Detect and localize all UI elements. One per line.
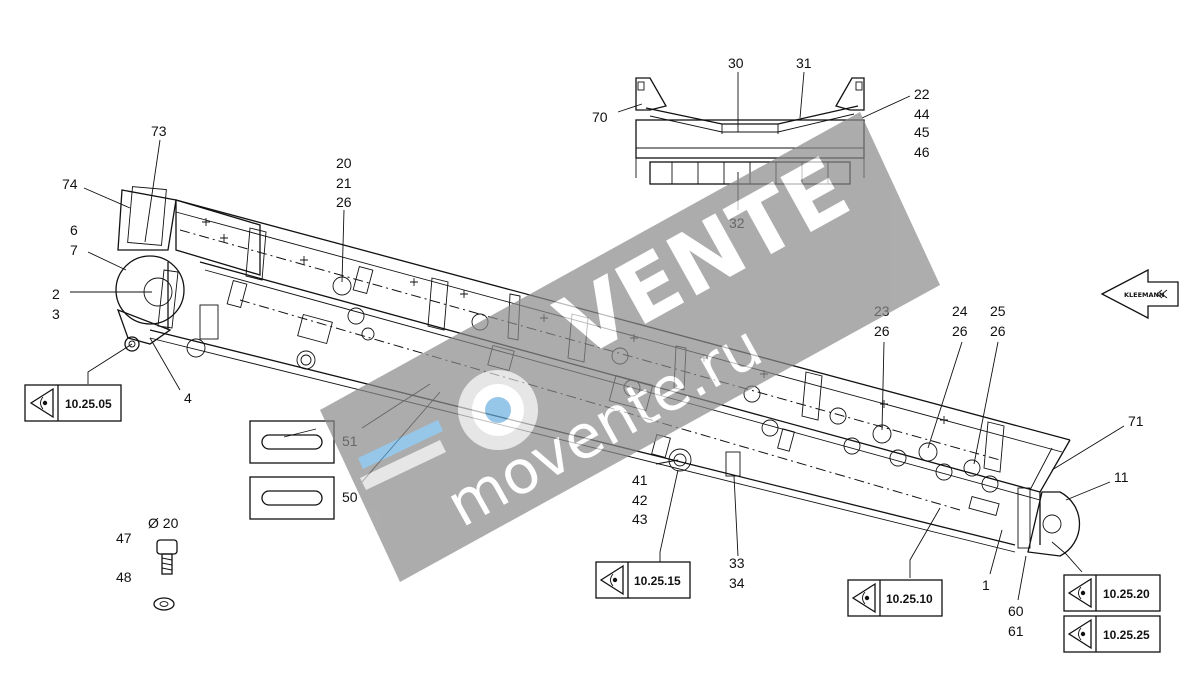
ref-label: 10.25.05 [65,397,112,411]
callout-30: 30 [728,55,744,71]
eye-icon [1067,577,1092,609]
watermark: VENTE movente.ru [320,112,940,582]
eye-icon [851,582,876,614]
eye-icon [1067,618,1092,650]
ref-label: 10.25.25 [1103,628,1150,642]
callout-74: 74 [62,176,78,192]
tail-drum [1017,487,1081,557]
callout-31: 31 [796,55,812,71]
watermark-band [320,112,940,582]
callout-25: 25 [990,303,1006,319]
ref-label: 10.25.15 [634,574,681,588]
eye-icon [599,564,624,596]
callout-42: 42 [632,492,648,508]
callout-26-c: 26 [952,323,968,339]
callout-24: 24 [952,303,968,319]
callout-44: 44 [914,106,930,122]
ref-box-10-25-20[interactable]: 10.25.20 [1063,574,1161,612]
callout-71: 71 [1128,413,1144,429]
callout-22: 22 [914,86,930,102]
callout-47: 47 [116,530,132,546]
eye-icon [29,387,54,419]
callout-46: 46 [914,144,930,160]
callout-41: 41 [632,472,648,488]
direction-arrow-icon: KLEEMANN [1100,268,1179,320]
callout-73: 73 [151,123,167,139]
ref-box-10-25-05[interactable]: 10.25.05 [24,384,122,422]
ref-box-10-25-10[interactable]: 10.25.10 [847,579,943,617]
callout-11: 11 [1114,469,1129,485]
callout-26-b: 26 [874,323,890,339]
ref-label: 10.25.10 [886,592,933,606]
callout-43: 43 [632,511,648,527]
washer-part [153,597,175,611]
ref-box-10-25-25[interactable]: 10.25.25 [1063,615,1161,653]
callout-45: 45 [914,124,930,140]
callout-26: 26 [336,194,352,210]
callout-33: 33 [729,555,745,571]
ref-label: 10.25.20 [1103,587,1150,601]
leader-lines [70,71,1125,601]
callout-70: 70 [592,109,608,125]
watermark-logo-icon [358,370,538,490]
slot-symbol-51 [249,420,335,464]
head-drum [115,255,219,352]
callout-1: 1 [982,577,990,593]
callout-20: 20 [336,155,352,171]
callout-2: 2 [52,286,60,302]
callout-60: 60 [1008,603,1024,619]
callout-34: 34 [729,575,745,591]
callout-7: 7 [70,242,78,258]
callout-61: 61 [1008,623,1024,639]
ref-box-10-25-15[interactable]: 10.25.15 [595,561,691,599]
callout-labels: 73 74 6 7 2 3 4 20 21 26 30 31 70 22 44 … [52,55,1144,639]
callout-50: 50 [342,489,358,505]
direction-arrow-label: KLEEMANN [1124,291,1164,299]
callout-21: 21 [336,175,352,191]
callout-48: 48 [116,569,132,585]
slot-symbol-50 [249,476,335,520]
callout-3: 3 [52,306,60,322]
bolt-part [156,539,178,575]
callout-6: 6 [70,222,78,238]
callout-26-d: 26 [990,323,1006,339]
diameter-label: Ø 20 [148,515,179,531]
callout-4: 4 [184,390,192,406]
